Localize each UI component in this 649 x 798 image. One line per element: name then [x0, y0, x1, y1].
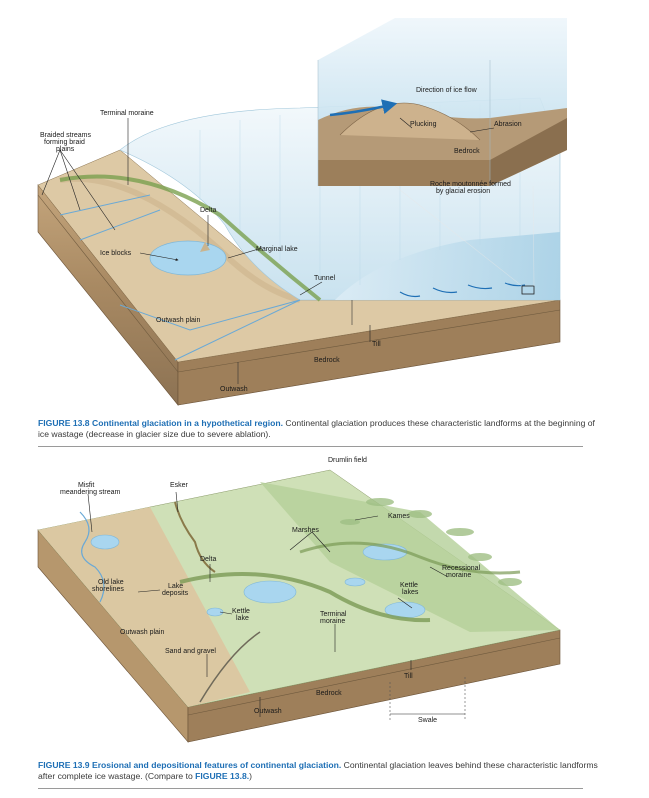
label-abrasion: Abrasion — [494, 121, 522, 128]
label-inset-bedrock: Bedrock — [454, 148, 480, 155]
figure-13-9-caption: FIGURE 13.9 Erosional and depositional f… — [38, 760, 598, 781]
marginal-lake — [150, 241, 226, 275]
label-ice-blocks: Ice blocks — [100, 250, 132, 257]
label-delta: Delta — [200, 207, 216, 214]
label-terminal-moraine: Terminal — [320, 611, 347, 618]
figure-title: Erosional and depositional features of c… — [92, 760, 341, 770]
label-lake-deposits-2: deposits — [162, 590, 189, 597]
roche-moutonnee-inset — [318, 18, 567, 186]
label-kettle-lake: Kettle — [232, 608, 250, 615]
figure-13-8-illustration: Terminal moraine Braided streams forming… — [0, 0, 649, 410]
label-braided-streams-2: forming braid — [44, 139, 85, 146]
label-outwash: Outwash — [220, 386, 248, 393]
caption-divider-bottom — [38, 788, 583, 789]
label-old-lake: Old lake — [98, 579, 124, 586]
label-direction-of-ice-flow: Direction of ice flow — [416, 87, 478, 94]
label-outwash-plain: Outwash plain — [156, 317, 200, 324]
figure-number: FIGURE 13.8 — [38, 418, 90, 428]
label-swale: Swale — [418, 717, 437, 724]
label-plucking: Plucking — [410, 121, 437, 128]
label-bedrock: Bedrock — [314, 357, 340, 364]
label-delta: Delta — [200, 556, 216, 563]
label-till: Till — [404, 673, 413, 680]
label-drumlin-field: Drumlin field — [328, 457, 367, 464]
figure-number: FIGURE 13.9 — [38, 760, 90, 770]
figure-title: Continental glaciation in a hypothetical… — [92, 418, 283, 428]
label-lake-deposits: Lake — [168, 583, 183, 590]
label-misfit-2: meandering stream — [60, 489, 120, 496]
label-marginal-lake: Marginal lake — [256, 246, 298, 253]
label-till: Till — [372, 341, 381, 348]
label-kettle-lake-2: lake — [236, 615, 249, 622]
label-sand-and-gravel: Sand and gravel — [165, 648, 216, 655]
label-outwash-plain: Outwash plain — [120, 629, 164, 636]
figure-caption-close: ) — [249, 771, 252, 781]
label-kames: Kames — [388, 513, 410, 520]
label-old-lake-2: shorelines — [92, 586, 124, 593]
figure-13-8-caption: FIGURE 13.8 Continental glaciation in a … — [38, 418, 598, 439]
label-recessional-2: moraine — [446, 572, 471, 579]
label-kettle-lakes-2: lakes — [402, 589, 419, 596]
label-bedrock: Bedrock — [316, 690, 342, 697]
label-roche-moutonnee: Roche moutonnée formed — [430, 181, 511, 188]
label-esker: Esker — [170, 482, 189, 489]
label-marshes: Marshes — [292, 527, 319, 534]
label-outwash: Outwash — [254, 708, 282, 715]
label-braided-streams-3: plains — [56, 146, 75, 153]
label-recessional: Recessional — [442, 565, 481, 572]
label-terminal-moraine: Terminal moraine — [100, 110, 154, 117]
caption-divider — [38, 446, 583, 447]
figure-reference: FIGURE 13.8. — [195, 771, 249, 781]
label-braided-streams: Braided streams — [40, 132, 91, 139]
label-tunnel: Tunnel — [314, 275, 336, 282]
figure-13-9-illustration: Drumlin field Misfit meandering stream E… — [0, 452, 649, 752]
label-kettle-lakes: Kettle — [400, 582, 418, 589]
label-roche-moutonnee-2: by glacial erosion — [436, 188, 490, 195]
label-terminal-moraine-2: moraine — [320, 618, 345, 625]
label-misfit: Misfit — [78, 482, 94, 489]
